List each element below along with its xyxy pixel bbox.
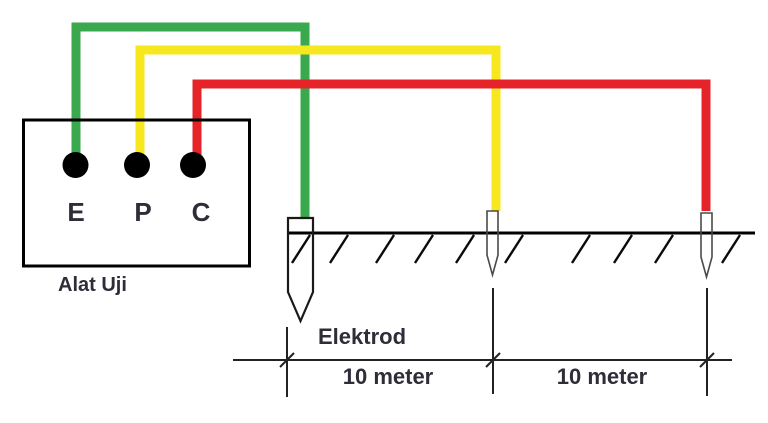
electrode-1 [286, 216, 315, 324]
hatch-mark [653, 234, 675, 264]
hatch-mark [328, 234, 350, 264]
device-box [22, 118, 251, 268]
hatch-mark [503, 234, 525, 264]
hatch-mark [720, 234, 742, 264]
spacing-1-label: 10 meter [343, 364, 434, 389]
dimension-lines [233, 288, 732, 397]
hatch-mark [570, 234, 592, 264]
electrode-label: Elektrod [318, 324, 406, 349]
terminal-p-label: P [134, 197, 151, 227]
device-label: Alat Uji [58, 274, 127, 296]
terminal-e-label: E [67, 197, 84, 227]
terminal-c-dot [180, 152, 206, 178]
terminal-c-label: C [192, 197, 211, 227]
terminal-p-dot [124, 152, 150, 178]
wire-terminal-e-green [71, 22, 310, 218]
hatch-mark [612, 234, 634, 264]
hatch-mark [374, 234, 396, 264]
electrode-2 [486, 210, 499, 279]
spacing-2-label: 10 meter [557, 364, 648, 389]
hatch-mark [413, 234, 435, 264]
terminal-e-dot [62, 152, 89, 178]
hatch-mark [290, 234, 312, 264]
wire-terminal-c-red [192, 79, 711, 211]
dimension-tick-1 [279, 352, 295, 368]
dimension-tick-2 [485, 352, 501, 368]
electrode-3 [700, 212, 713, 281]
hatch-mark [454, 234, 476, 264]
wire-terminal-p-yellow [135, 45, 501, 211]
ground-hatch-marks [290, 234, 742, 264]
dimension-tick-3 [699, 352, 715, 368]
